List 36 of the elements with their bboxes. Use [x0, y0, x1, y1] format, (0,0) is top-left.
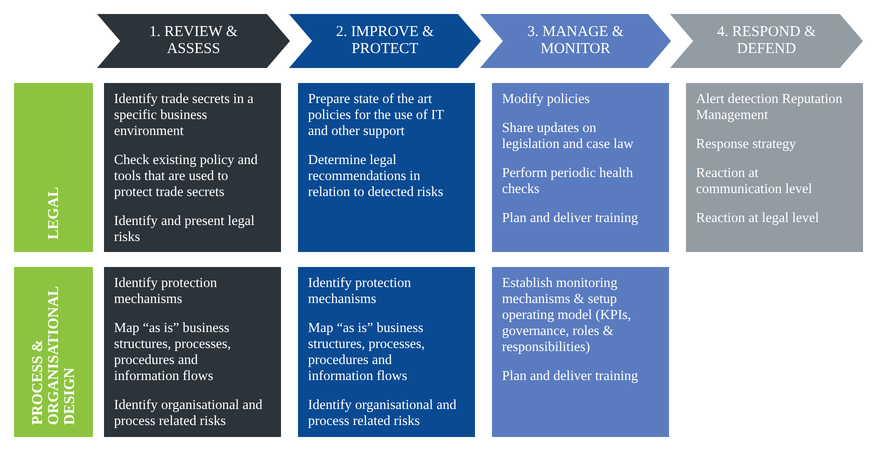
phase-title: 2. IMPROVE & PROTECT — [335, 24, 435, 58]
task-text: Map “as is” business structures, processes, procedures and information flows — [308, 320, 426, 384]
task-text: Modify policies — [502, 91, 591, 107]
task-text: Reaction at communication level — [696, 165, 814, 197]
task-text: Perform periodic health checks — [502, 165, 634, 197]
task-text: Identify protection mechanisms — [308, 275, 412, 307]
phase-title: 1. REVIEW & ASSESS — [148, 24, 239, 58]
task-text: Check existing policy and tools that are used to protect trade secrets — [114, 152, 259, 200]
task-panel — [104, 267, 281, 437]
task-text: Plan and deliver training — [502, 210, 640, 226]
task-text: Plan and deliver training — [502, 368, 640, 384]
row-header — [14, 83, 93, 252]
task-text: Alert detection Reputation Management — [696, 91, 844, 123]
task-panel — [298, 267, 475, 437]
phase-title: 3. MANAGE & MONITOR — [526, 24, 625, 58]
row-label: PROCESS & ORGANISATIONAL DESIGN — [30, 286, 78, 425]
task-text: Response strategy — [696, 136, 798, 152]
task-text: Map “as is” business structures, processes, procedures and information flows — [114, 320, 232, 384]
task-panel — [686, 83, 863, 252]
task-text: Identify trade secrets in a specific business environment — [114, 91, 254, 139]
task-panel — [104, 83, 281, 252]
task-panel — [492, 267, 669, 437]
task-text: Reaction at legal level — [696, 210, 820, 226]
task-text: Establish monitoring mechanisms & setup operating model (KPIs, governance, roles & responsibilities) — [502, 275, 632, 355]
task-text: Identify protection mechanisms — [114, 275, 218, 307]
task-panel — [298, 83, 475, 252]
task-text: Identify and present legal risks — [114, 213, 256, 245]
task-text: Share updates on legislation and case law — [502, 120, 634, 152]
task-text: Determine legal recommendations in relation to detected risks — [308, 152, 444, 200]
task-text: Prepare state of the art policies for the use of IT and other support — [308, 91, 445, 139]
task-text: Identify organisational and process related risks — [308, 397, 458, 429]
task-text: Identify organisational and process related risks — [114, 397, 264, 429]
phase-title: 4. RESPOND & DEFEND — [716, 24, 817, 58]
row-header — [14, 267, 93, 437]
task-panel — [492, 83, 669, 252]
row-label: LEGAL — [46, 187, 62, 240]
